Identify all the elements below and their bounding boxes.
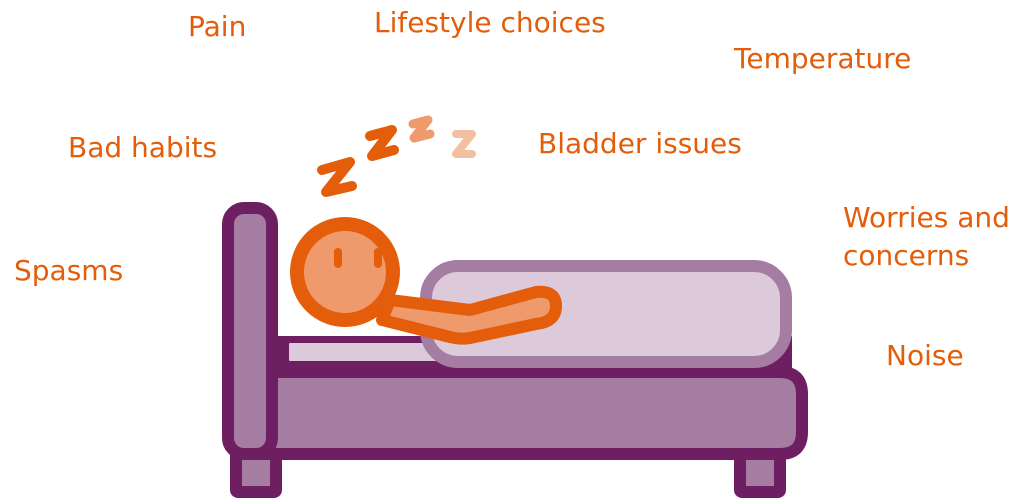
sleep-z-2-icon (370, 130, 394, 156)
sleep-z-3-icon (413, 120, 430, 138)
sleep-z-1-icon (322, 162, 352, 192)
bed-base (228, 372, 802, 454)
person-head (297, 224, 393, 320)
bed-headboard (228, 208, 272, 454)
sleep-z-4-icon (456, 134, 472, 154)
